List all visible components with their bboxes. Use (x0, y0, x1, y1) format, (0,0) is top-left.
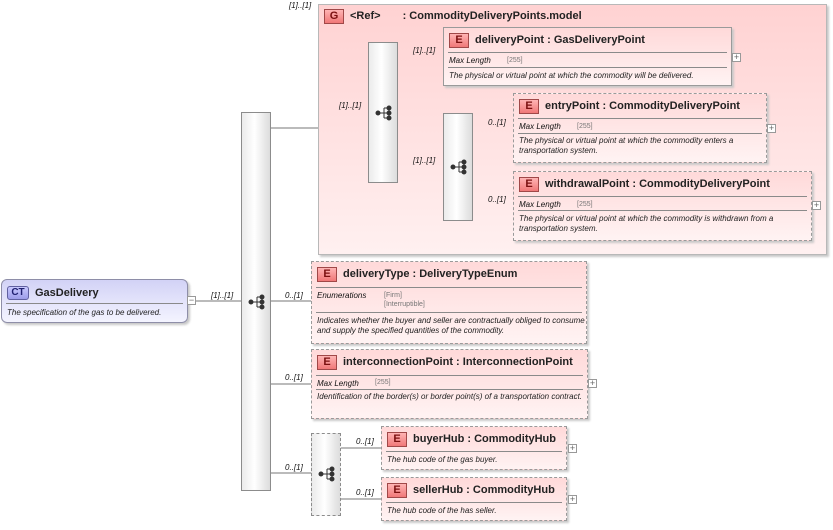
main-sequence-compositor[interactable] (241, 112, 271, 491)
expand-button[interactable]: + (732, 52, 741, 62)
choice-icon (450, 159, 467, 175)
group-cardinality: [1]..[1] (289, 1, 312, 10)
buyerhub-cardinality: 0..[1] (356, 437, 374, 446)
divider (386, 502, 562, 503)
facet-label: Max Length (317, 379, 359, 388)
element-entrypoint[interactable]: E entryPoint : CommodityDeliveryPoint Ma… (513, 93, 767, 163)
deliverytype-cardinality: 0..[1] (285, 291, 303, 300)
divider (448, 67, 727, 68)
element-badge: E (519, 176, 539, 192)
divider (6, 303, 183, 304)
choice-compositor[interactable] (443, 113, 473, 221)
group-sequence-cardinality: [1]..[1] (339, 101, 362, 110)
facet-value: [255] (375, 379, 391, 386)
interconnectionpoint-cardinality: 0..[1] (285, 373, 303, 382)
sequence-icon (318, 466, 335, 482)
enum-value-interruptible: [Interruptible] (384, 301, 425, 308)
facet-value: [255] (577, 201, 593, 208)
sequence-icon (375, 105, 392, 121)
expand-button[interactable]: + (568, 494, 577, 504)
complex-type-badge: CT (7, 286, 29, 300)
element-title: deliveryPoint : GasDeliveryPoint (475, 34, 645, 46)
group-sequence-compositor[interactable] (368, 42, 398, 183)
complex-type-gasdelivery[interactable]: CT GasDelivery The specification of the … (1, 279, 188, 323)
element-doc: Indicates whether the buyer and seller a… (317, 316, 585, 335)
element-title: buyerHub : CommodityHub (413, 433, 556, 445)
expand-button[interactable]: + (568, 443, 577, 453)
element-buyerhub[interactable]: E buyerHub : CommodityHub The hub code o… (381, 426, 567, 470)
deliverypoint-cardinality: [1]..[1] (413, 46, 436, 55)
element-doc: The physical or virtual point at which t… (519, 214, 774, 233)
sequence-icon (248, 294, 265, 310)
divider (518, 133, 762, 134)
element-doc: The physical or virtual point at which t… (449, 71, 694, 80)
divider (316, 375, 583, 376)
facet-label: Enumerations (317, 291, 367, 300)
element-title: deliveryType : DeliveryTypeEnum (343, 268, 518, 280)
facet-value: [255] (577, 123, 593, 130)
facet-label: Max Length (519, 200, 561, 209)
facet-label: Max Length (449, 56, 491, 65)
facet-label: Max Length (519, 122, 561, 131)
divider (448, 52, 727, 53)
root-cardinality: [1]..[1] (211, 291, 234, 300)
element-doc: Identification of the border(s) or borde… (317, 392, 583, 401)
element-badge: E (449, 32, 469, 48)
element-doc: The physical or virtual point at which t… (519, 136, 734, 155)
element-title: sellerHub : CommodityHub (413, 484, 555, 496)
hub-sequence-cardinality: 0..[1] (285, 463, 303, 472)
element-badge: E (387, 482, 407, 498)
divider (518, 118, 762, 119)
element-withdrawalpoint[interactable]: E withdrawalPoint : CommodityDeliveryPoi… (513, 171, 812, 241)
sellerhub-cardinality: 0..[1] (356, 488, 374, 497)
enum-value-firm: [Firm] (384, 292, 402, 299)
collapse-button[interactable]: − (187, 295, 196, 305)
element-sellerhub[interactable]: E sellerHub : CommodityHub The hub code … (381, 477, 567, 521)
expand-button[interactable]: + (588, 378, 597, 388)
divider (316, 312, 582, 313)
element-title: entryPoint : CommodityDeliveryPoint (545, 100, 740, 112)
expand-button[interactable]: + (767, 123, 776, 133)
divider (518, 210, 807, 211)
complex-type-doc: The specification of the gas to be deliv… (7, 308, 162, 317)
facet-value: [255] (507, 57, 523, 64)
element-badge: E (317, 266, 337, 282)
divider (316, 389, 583, 390)
element-badge: E (387, 431, 407, 447)
element-title: interconnectionPoint : InterconnectionPo… (343, 356, 573, 368)
element-deliverytype[interactable]: E deliveryType : DeliveryTypeEnum Enumer… (311, 261, 587, 344)
group-badge: G (324, 8, 344, 24)
withdrawalpoint-cardinality: 0..[1] (488, 195, 506, 204)
divider (316, 287, 582, 288)
element-badge: E (317, 354, 337, 370)
element-title: withdrawalPoint : CommodityDeliveryPoint (545, 178, 770, 190)
expand-button[interactable]: + (812, 200, 821, 210)
group-ref-name: : CommodityDeliveryPoints.model (402, 10, 582, 22)
element-badge: E (519, 98, 539, 114)
element-interconnectionpoint[interactable]: E interconnectionPoint : Interconnection… (311, 349, 588, 419)
complex-type-name: GasDelivery (35, 287, 99, 299)
entrypoint-cardinality: 0..[1] (488, 118, 506, 127)
group-ref-label: <Ref> (350, 10, 381, 22)
element-doc: The hub code of the gas buyer. (387, 455, 498, 464)
divider (518, 196, 807, 197)
divider (386, 451, 562, 452)
element-deliverypoint[interactable]: E deliveryPoint : GasDeliveryPoint Max L… (443, 27, 732, 86)
element-doc: The hub code of the has seller. (387, 506, 497, 515)
choice-cardinality: [1]..[1] (413, 156, 436, 165)
hub-sequence-compositor[interactable] (311, 433, 341, 516)
